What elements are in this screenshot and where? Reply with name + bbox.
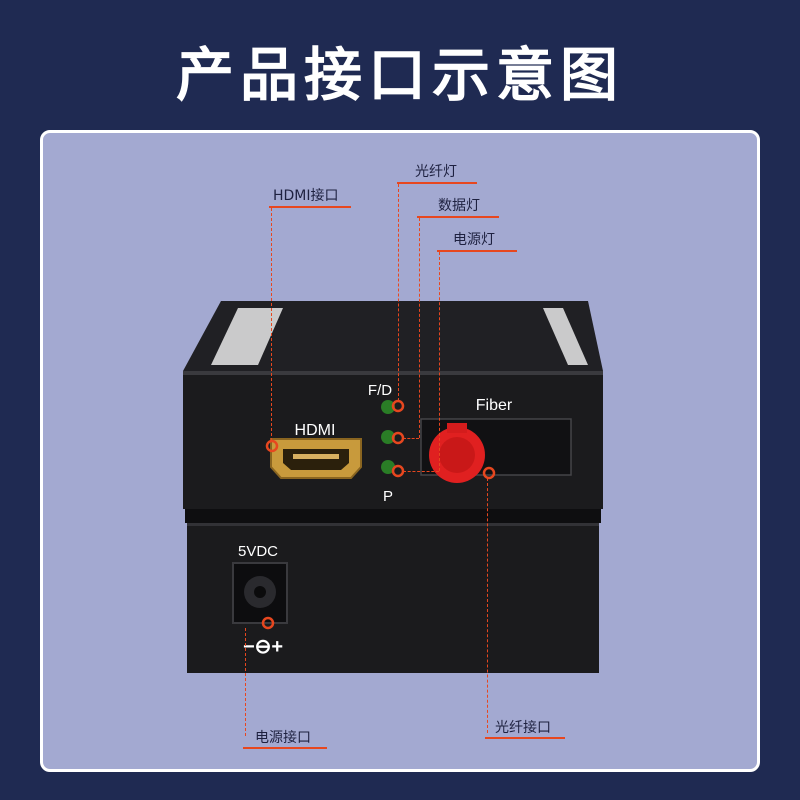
fiber-connector-tab [447,423,467,433]
underline-power-port [243,747,327,749]
underline-fiber-port [485,737,565,739]
device-gap [185,509,601,523]
leader-power-led [439,252,440,471]
power-led [381,460,395,474]
leader-fiber-port [487,478,488,733]
device-lower-edge [187,523,599,526]
leader-data-led [419,218,420,438]
callout-data-led: 数据灯 [438,198,480,214]
device-top-stripe-left [211,308,283,365]
fd-text: F/D [368,382,392,399]
diagram-panel: F/D P HDMI Fiber 5VDC −⊖+ HDMI接口 光纤灯 数据灯… [40,130,760,772]
hdmi-text: HDMI [295,422,336,439]
fiber-connector-inner [439,437,475,473]
page-title: 产品接口示意图 [175,41,624,109]
marker-dc [261,616,275,630]
callout-power-led: 电源灯 [453,232,495,248]
fd-led [381,400,395,414]
p-text: P [383,488,393,505]
marker-hdmi [265,439,279,453]
hdmi-pins [293,454,339,459]
hdmi-port-inner [283,449,349,470]
leader-fiber-led [398,184,399,401]
callout-hdmi-port: HDMI接口 [273,188,339,204]
callout-power-port: 电源接口 [255,730,311,746]
callout-fiber-port: 光纤接口 [495,720,551,736]
device-top-stripe-right [543,308,588,365]
polarity-text: −⊖+ [243,636,283,658]
leader-power-port [245,628,246,736]
marker-fd [391,399,405,413]
callout-fiber-led: 光纤灯 [415,164,457,180]
leader-data-led-h [403,438,419,439]
dc-text: 5VDC [238,543,278,560]
underline-hdmi-port [269,206,351,208]
dc-jack-pin [254,586,266,598]
leader-hdmi-port [271,208,272,441]
leader-power-led-h [403,471,439,472]
marker-fiber [482,466,496,480]
underline-fiber-led [397,182,477,184]
fiber-text: Fiber [476,397,513,414]
underline-power-led [437,250,517,252]
device-top [183,301,603,371]
underline-data-led [417,216,499,218]
device-edge-highlight [183,371,603,375]
data-led [381,430,395,444]
device-illustration: F/D P HDMI Fiber 5VDC −⊖+ [183,301,603,673]
